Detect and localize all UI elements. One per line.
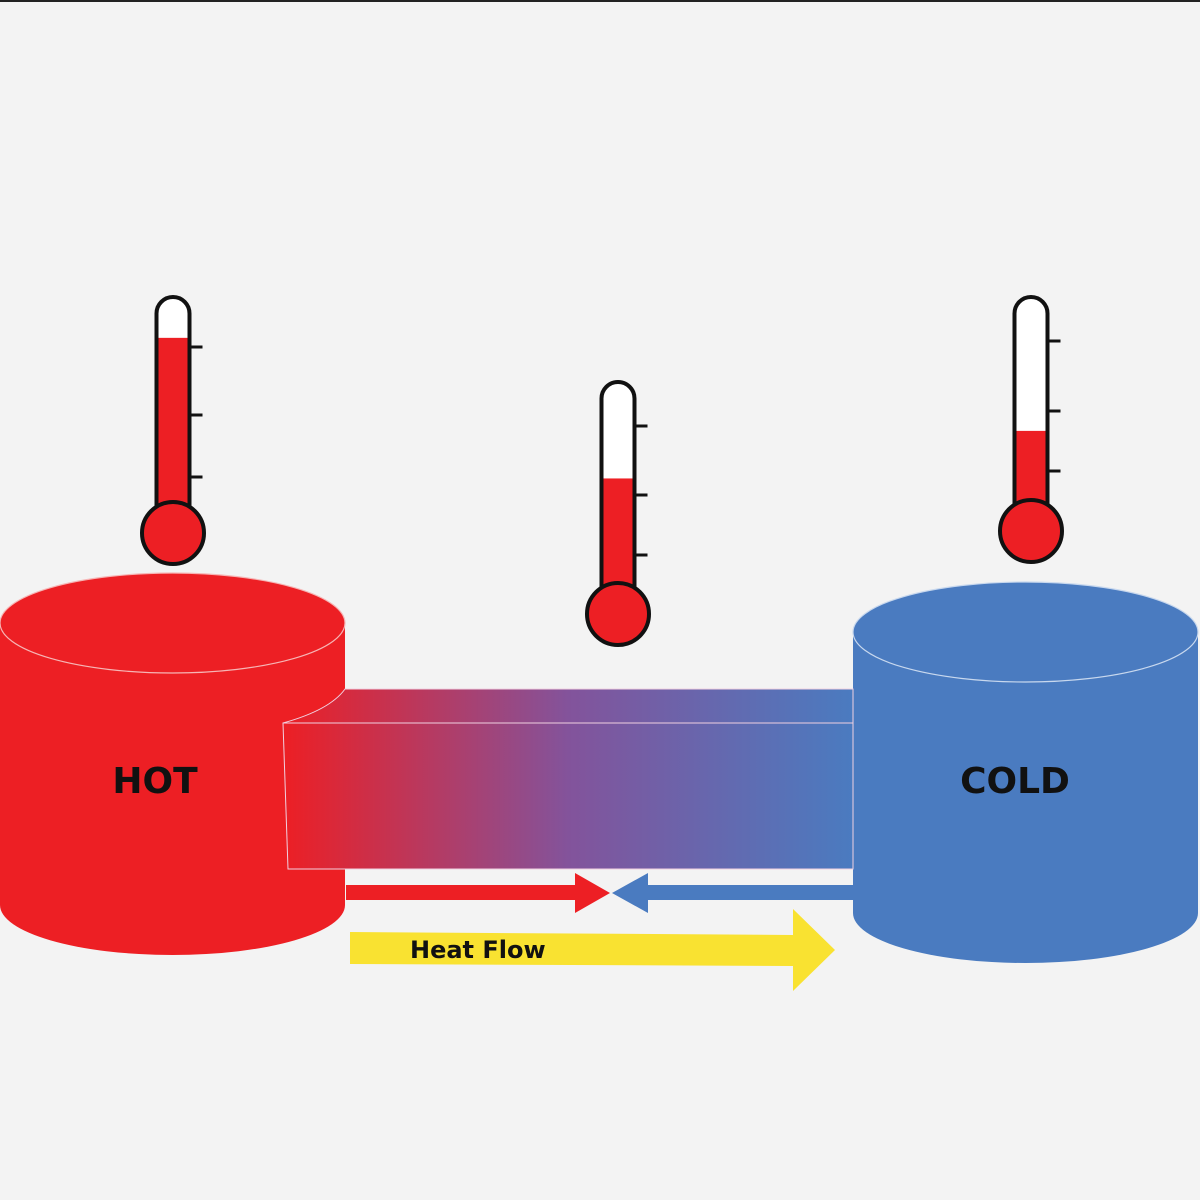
hot-arrow — [346, 873, 610, 913]
thermometer-fill — [1016, 430, 1046, 510]
top-border — [0, 0, 1200, 2]
thermometer-cold — [998, 295, 1064, 564]
thermometer-middle — [585, 380, 651, 647]
heat-flow-arrow — [350, 909, 835, 991]
cold-label: COLD — [960, 761, 1070, 802]
conducting-bar — [282, 688, 854, 870]
thermometer-bulb — [998, 498, 1064, 564]
cold-arrow — [612, 873, 853, 913]
thermometer-hot — [140, 295, 206, 566]
thermometer-bulb — [585, 581, 651, 647]
thermometer-fill — [603, 478, 633, 593]
hot-reservoir — [0, 572, 346, 955]
heat-flow-label: Heat Flow — [410, 936, 546, 964]
thermometer-fill — [158, 337, 188, 512]
thermometer-bulb — [140, 500, 206, 566]
cold-reservoir — [852, 581, 1199, 963]
hot-label: HOT — [112, 761, 198, 802]
